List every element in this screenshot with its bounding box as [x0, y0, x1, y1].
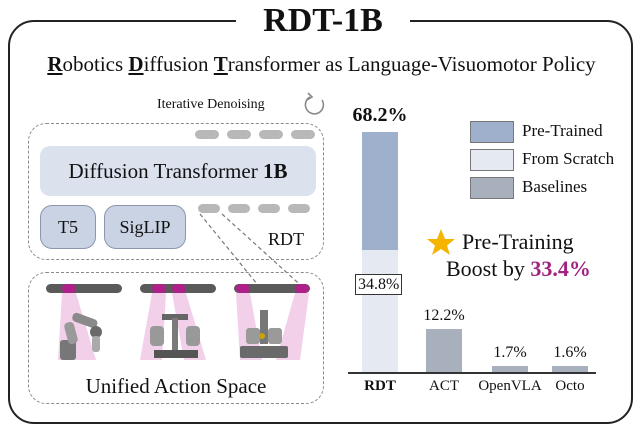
token: [258, 204, 280, 213]
token: [288, 204, 310, 213]
token: [228, 204, 250, 213]
siglip-encoder-block: SigLIP: [104, 205, 186, 249]
value-label-openvla: 1.7%: [493, 344, 527, 362]
star-icon: [427, 229, 455, 255]
subtitle: Robotics Diffusion Transformer as Langua…: [0, 52, 643, 77]
boost-value: 33.4%: [530, 256, 591, 281]
token: [227, 130, 251, 139]
dual-arm-robot-icon: [150, 314, 200, 358]
boost-prefix: Boost by: [446, 256, 531, 281]
legend-swatch-scratch: [470, 149, 514, 171]
value-label-rdt-scratch: 34.8%: [355, 273, 403, 295]
subtitle-initial: T: [213, 52, 228, 76]
value-label-act: 12.2%: [423, 307, 465, 325]
pretraining-label: Pre-Training: [462, 229, 574, 254]
bar-octo: [552, 366, 588, 372]
transformer-label: Diffusion Transformer: [68, 159, 263, 183]
legend-swatch-pretrained: [470, 121, 514, 143]
subtitle-initial: D: [128, 52, 144, 76]
rdt-box-label: RDT: [268, 229, 304, 249]
subtitle-text: ransformer as Language-Visuomotor Policy: [227, 52, 596, 76]
legend-label-pretrained: Pre-Trained: [522, 121, 603, 140]
action-space-label: Unified Action Space: [85, 374, 267, 398]
token: [198, 204, 220, 213]
x-label-octo: Octo: [555, 378, 585, 394]
boost-text: Boost by 33.4%: [446, 256, 591, 282]
rdt-model-box: [28, 123, 324, 260]
diffusion-transformer-block: Diffusion Transformer 1B: [40, 146, 316, 196]
mobile-robot-icon: [240, 310, 288, 358]
legend-swatch-baselines: [470, 177, 514, 199]
loop-arrow-icon: [304, 92, 325, 115]
token: [195, 130, 219, 139]
transformer-size: 1B: [262, 159, 288, 183]
loop-label: Iterative Denoising: [157, 97, 265, 112]
bar-rdt-scratch: [362, 249, 398, 372]
subtitle-text: obotics: [62, 52, 129, 76]
value-label-octo: 1.6%: [553, 344, 587, 362]
action-space-box: [28, 272, 324, 404]
legend-label-scratch: From Scratch: [522, 149, 615, 168]
subtitle-initial: R: [47, 52, 63, 76]
single-arm-robot-icon: [60, 312, 102, 360]
x-label-act: ACT: [429, 378, 459, 394]
x-axis-line: [348, 372, 596, 374]
page-title: RDT-1B: [236, 2, 410, 40]
x-label-rdt: RDT: [364, 378, 396, 394]
subtitle-text: iffusion: [143, 52, 214, 76]
bar-act: [426, 329, 462, 372]
x-label-openvla: OpenVLA: [478, 378, 542, 394]
token: [291, 130, 315, 139]
bar-openvla: [492, 366, 528, 372]
t5-encoder-block: T5: [40, 205, 96, 249]
token: [259, 130, 283, 139]
legend-label-baselines: Baselines: [522, 177, 588, 196]
value-label-rdt: 68.2%: [352, 103, 408, 126]
